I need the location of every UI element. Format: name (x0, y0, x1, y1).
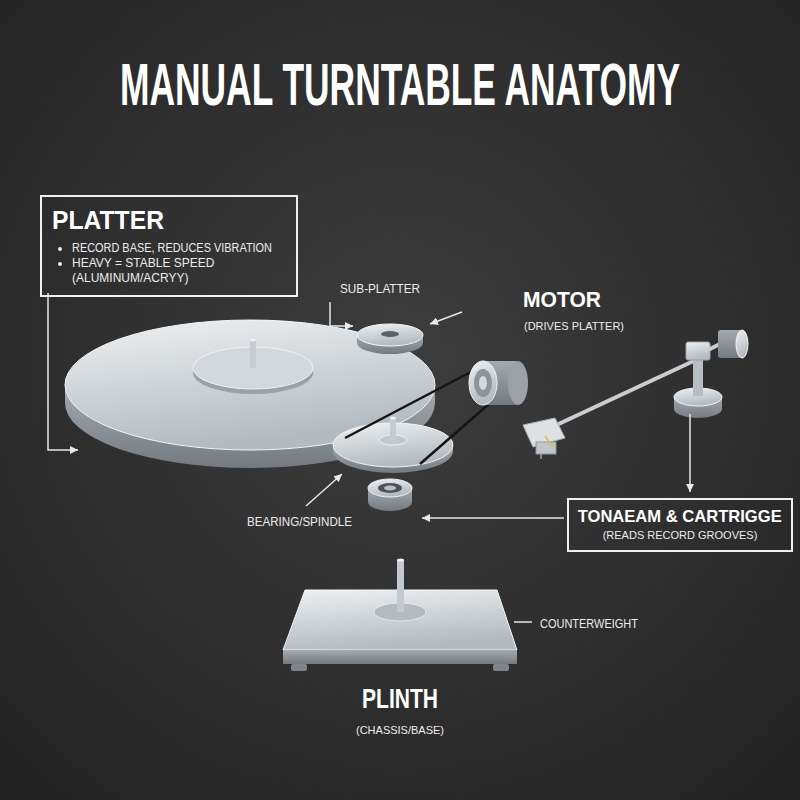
platter-spindle (250, 340, 256, 368)
leader-line (689, 414, 691, 492)
drive-belt (345, 364, 486, 438)
box-text: HEAVY = STABLE SPEED (ALUMINUM/ACRYY) (72, 256, 244, 285)
bullet-dot (58, 247, 62, 251)
part-label: BEARING/SPINDLE (247, 515, 352, 529)
box-heading: PLATTER (52, 205, 164, 235)
box-heading: TONAEAM & CARTRIGGE (578, 507, 782, 527)
part-label: SUB-PLATTER (340, 282, 420, 296)
text-row: PLATTER (52, 205, 284, 235)
pulley-hub (479, 376, 487, 390)
sub-platter-top (357, 324, 423, 346)
spindle-cap (397, 559, 404, 562)
plinth-front (283, 650, 517, 664)
callout-box: PLATTER RECORD BASE, REDUCES VIBRATIONHEA… (40, 195, 298, 297)
box-text: (READS RECORD GROOVES) (603, 529, 758, 542)
leader-line (48, 293, 78, 450)
counterweight-face (736, 330, 748, 358)
part-name: MOTOR (523, 287, 601, 313)
bearing-top (368, 479, 412, 497)
part-label: (CHASSIS/BASE) (356, 724, 444, 737)
label-anchor: (DRIVES PLATTER) (524, 316, 624, 334)
leader-line (430, 312, 462, 324)
text-row: TONAEAM & CARTRIGGE (577, 507, 783, 527)
drive-plate-spindle (390, 418, 396, 440)
plinth-spindle (397, 560, 404, 612)
callout-box: TONAEAM & CARTRIGGE (READS RECORD GROOVES… (567, 498, 793, 552)
pulley-groove (474, 369, 492, 397)
part-name: PLINTH (362, 682, 438, 716)
plinth-foot (291, 664, 307, 671)
text-row: (READS RECORD GROOVES) (577, 529, 783, 542)
leader-line (514, 621, 532, 623)
bearing-race (378, 483, 402, 493)
bullet-dot (58, 262, 62, 266)
motor-pulley-face (469, 361, 497, 405)
cartridge-wire (545, 436, 553, 447)
spindle-cap (390, 417, 396, 420)
sub-platter-hole (381, 331, 399, 337)
leader-line (422, 517, 564, 519)
label-anchor: SUB-PLATTER (340, 279, 422, 297)
drive-belt (420, 403, 490, 464)
cartridge (536, 442, 556, 454)
label-anchor: BEARING/SPINDLE (247, 512, 356, 530)
stylus (540, 454, 542, 459)
gimbal-block (686, 342, 710, 360)
title-anchor: MANUAL TURNTABLE ANATOMY (120, 55, 800, 115)
part-label: COUNTERWEIGHT (540, 617, 638, 631)
motor-end (508, 361, 528, 405)
plinth-foot (493, 664, 509, 671)
leader-line (306, 474, 342, 506)
label-anchor: COUNTERWEIGHT (540, 614, 647, 632)
pivot-post (693, 358, 703, 396)
bearing-core (384, 486, 396, 491)
box-text: RECORD BASE, REDUCES VIBRATION (72, 241, 272, 255)
text-row: RECORD BASE, REDUCES VIBRATION (52, 241, 284, 255)
leader-line (330, 302, 353, 326)
spindle-cap (250, 339, 256, 342)
diagram-title: MANUAL TURNTABLE ANATOMY (120, 55, 680, 115)
part-label: (DRIVES PLATTER) (524, 320, 624, 333)
text-row: HEAVY = STABLE SPEED (ALUMINUM/ACRYY) (52, 256, 284, 285)
label-anchor: MOTOR (523, 287, 604, 313)
label-anchor: PLINTH (362, 682, 463, 716)
label-anchor: (CHASSIS/BASE) (356, 720, 444, 738)
